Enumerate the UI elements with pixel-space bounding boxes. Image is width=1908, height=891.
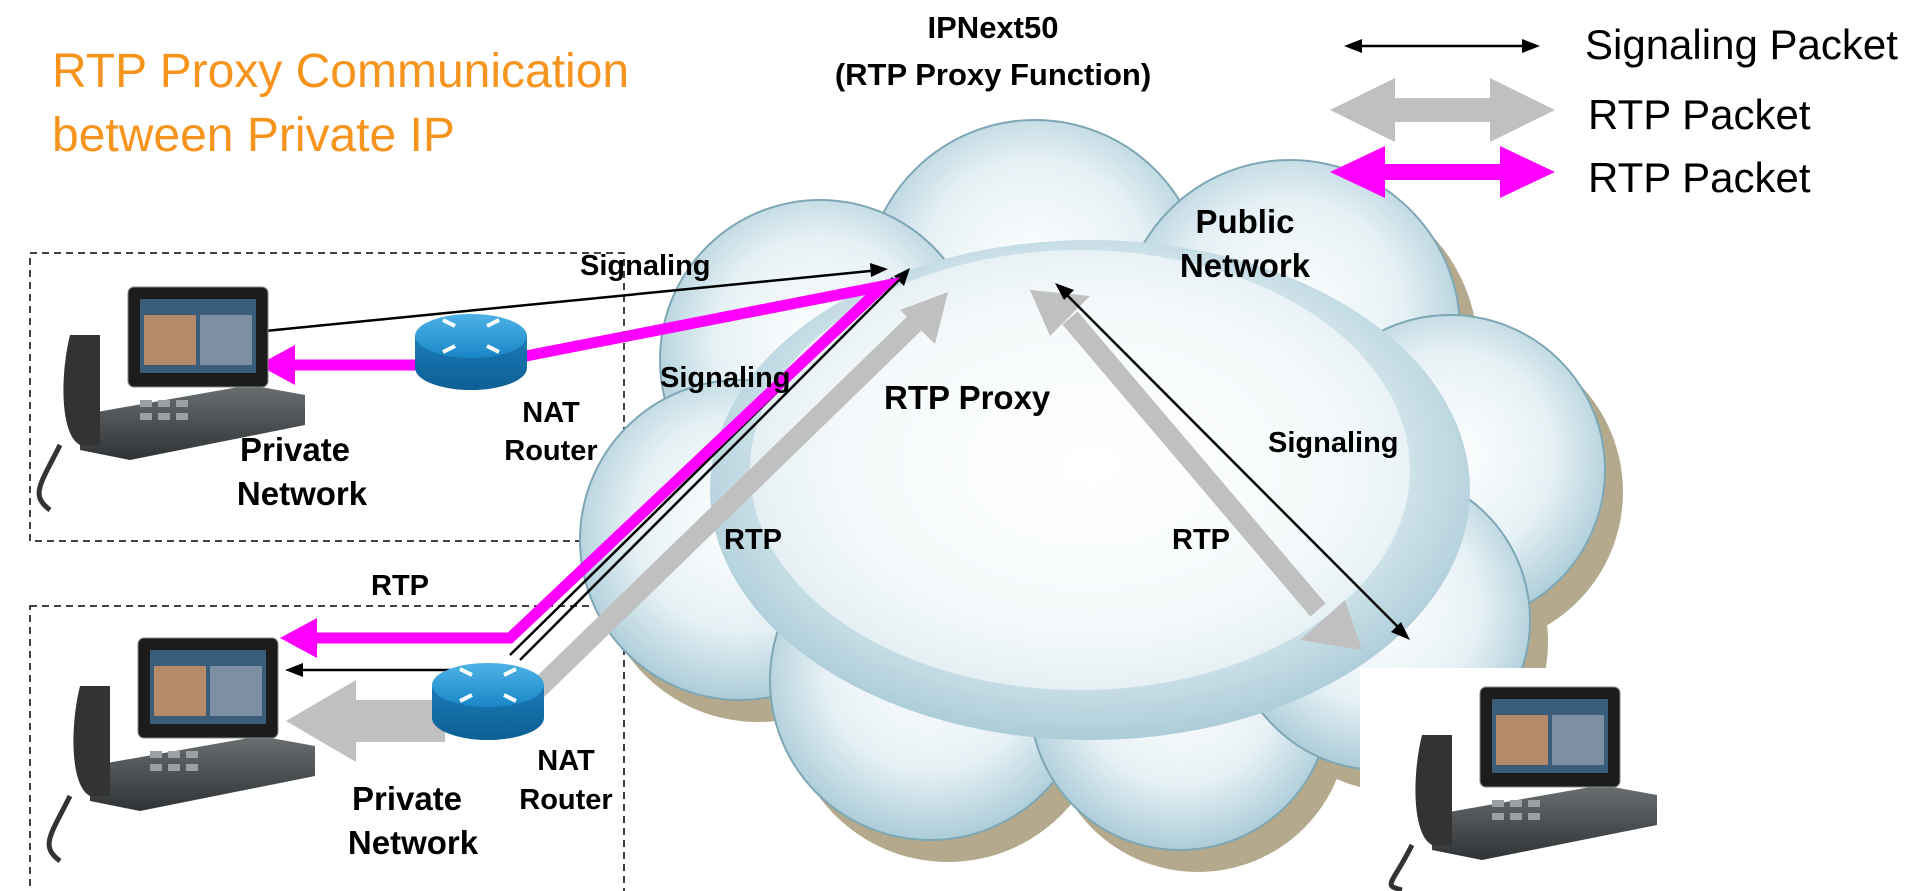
public-network-label-line1: Public <box>1195 203 1295 240</box>
legend-rtp-magenta-arrow <box>1330 146 1555 198</box>
video-phone-3 <box>1388 686 1657 891</box>
legend-label-rtp-magenta: RTP Packet <box>1588 154 1811 201</box>
nat-router-1 <box>415 314 527 390</box>
video-phone-1 <box>36 286 305 512</box>
diagram-title-line2: between Private IP <box>52 109 455 162</box>
private-network-box-2 <box>29 605 625 891</box>
signaling-label-mid: Signaling <box>660 362 791 394</box>
private-network-1-line2: Network <box>236 475 368 512</box>
legend-label-signaling: Signaling Packet <box>1585 21 1898 68</box>
legend-rtp-gray-arrow <box>1330 78 1555 142</box>
private-network-box-1 <box>29 252 625 542</box>
server-function: (RTP Proxy Function) <box>834 57 1152 92</box>
private-network-1-line1: Private <box>239 431 351 468</box>
server-name: IPNext50 <box>927 10 1059 45</box>
private-network-2-line2: Network <box>347 824 479 861</box>
signaling-label-right: Signaling <box>1268 427 1399 459</box>
signaling-right <box>1055 283 1410 640</box>
rtp-gray-right <box>1030 290 1362 650</box>
nat-router-1-line1: NAT <box>522 397 580 429</box>
rtp-gray-left <box>286 292 948 762</box>
nat-router-2-line2: Router <box>519 784 613 816</box>
legend-signaling-arrow <box>1344 39 1540 53</box>
rtp-label-center: RTP <box>724 524 782 556</box>
rtp-proxy-label: RTP Proxy <box>884 379 1051 416</box>
rtp-label-left: RTP <box>371 570 429 602</box>
nat-router-2 <box>432 663 544 740</box>
public-network-label-line2: Network <box>1179 247 1311 284</box>
nat-router-1-line2: Router <box>504 435 598 467</box>
video-phone-2 <box>46 637 315 863</box>
legend-label-rtp-gray: RTP Packet <box>1588 91 1811 138</box>
diagram-title-line1: RTP Proxy Communication <box>52 45 630 98</box>
signaling-label-top: Signaling <box>580 250 711 282</box>
nat-router-2-line1: NAT <box>537 745 595 777</box>
rtp-label-right: RTP <box>1172 524 1230 556</box>
private-network-2-line1: Private <box>351 780 463 817</box>
